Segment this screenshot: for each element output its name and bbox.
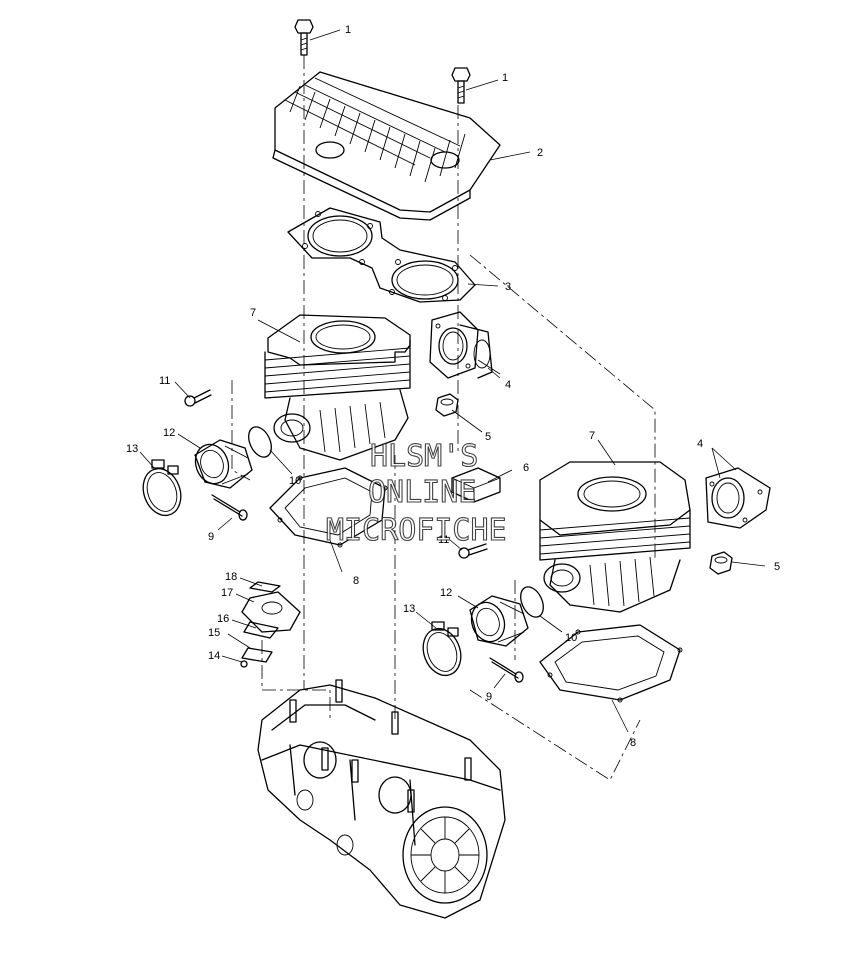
callout-11-left: 11	[159, 375, 170, 387]
leader-lines	[139, 29, 766, 733]
screw-part-9-left	[211, 494, 248, 521]
callout-2: 2	[537, 147, 543, 159]
callout-5-right: 5	[774, 561, 780, 573]
callout-8-left: 8	[353, 575, 359, 587]
callout-3: 3	[505, 281, 511, 293]
callout-12-left: 12	[163, 427, 175, 439]
bolt-part-1-left	[294, 19, 314, 56]
head-gasket-part-3	[287, 207, 476, 303]
callout-15: 15	[208, 627, 220, 639]
cylinder-head-part-2	[272, 71, 501, 221]
callout-10-left: 10	[289, 475, 301, 487]
callout-4-right: 4	[697, 438, 703, 450]
screw-part-9-right	[489, 657, 524, 683]
clamp-part-13-left	[142, 459, 182, 517]
callout-9-left: 9	[208, 531, 214, 543]
callout-14: 14	[208, 650, 220, 662]
callout-4-upper: 4	[505, 379, 511, 391]
callout-8-right: 8	[630, 737, 636, 749]
reed-valve-assembly-parts-14-18	[240, 581, 301, 668]
intake-boot-part-12-left	[194, 439, 253, 489]
o-ring-part-10-left	[248, 426, 272, 458]
callout-12-right: 12	[440, 587, 452, 599]
callout-17: 17	[221, 587, 233, 599]
callout-7-right: 7	[589, 430, 595, 442]
callout-6: 6	[523, 462, 529, 474]
callout-7-left: 7	[250, 307, 256, 319]
bolt-part-1-right	[451, 67, 471, 104]
watermark-line-1: HLSM'S	[370, 439, 478, 474]
exhaust-gasket-part-4-upper	[429, 311, 493, 379]
watermark: HLSM'S ONLINE MICROFICHE	[325, 438, 507, 548]
callout-5-upper: 5	[485, 431, 491, 443]
base-gasket-part-8-left	[269, 467, 388, 548]
o-ring-part-10-right	[520, 586, 544, 618]
nut-part-5-upper	[435, 393, 459, 417]
cylinder-part-7-left	[264, 314, 411, 461]
cylinder-part-7-right	[539, 461, 691, 613]
nut-part-5-lower	[709, 551, 733, 575]
callout-16: 16	[217, 613, 229, 625]
callout-13-left: 13	[126, 443, 138, 455]
callout-11-right: 11	[438, 534, 449, 546]
crankcase	[257, 679, 506, 919]
callout-10-right: 10	[565, 632, 577, 644]
watermark-line-2: ONLINE	[368, 475, 476, 510]
screw-part-11-right	[458, 543, 488, 559]
callout-1-upper: 1	[345, 24, 351, 36]
callout-18: 18	[225, 571, 237, 583]
screw-part-11-left	[184, 389, 212, 407]
callout-9-right: 9	[486, 691, 492, 703]
base-gasket-part-8-right	[539, 624, 683, 703]
clamp-part-13-right	[422, 621, 462, 677]
block-part-6	[451, 467, 501, 503]
watermark-line-3: MICROFICHE	[326, 513, 507, 548]
callout-13-right: 13	[403, 603, 415, 615]
callout-1-lower: 1	[502, 72, 508, 84]
intake-boot-part-12-right	[469, 595, 529, 647]
exhaust-gasket-part-4-right	[705, 467, 771, 529]
callout-labels: 1 1 2 3 4 5 6 7 7 4 5 8 8 9 9 10 10 11 1…	[126, 24, 780, 749]
